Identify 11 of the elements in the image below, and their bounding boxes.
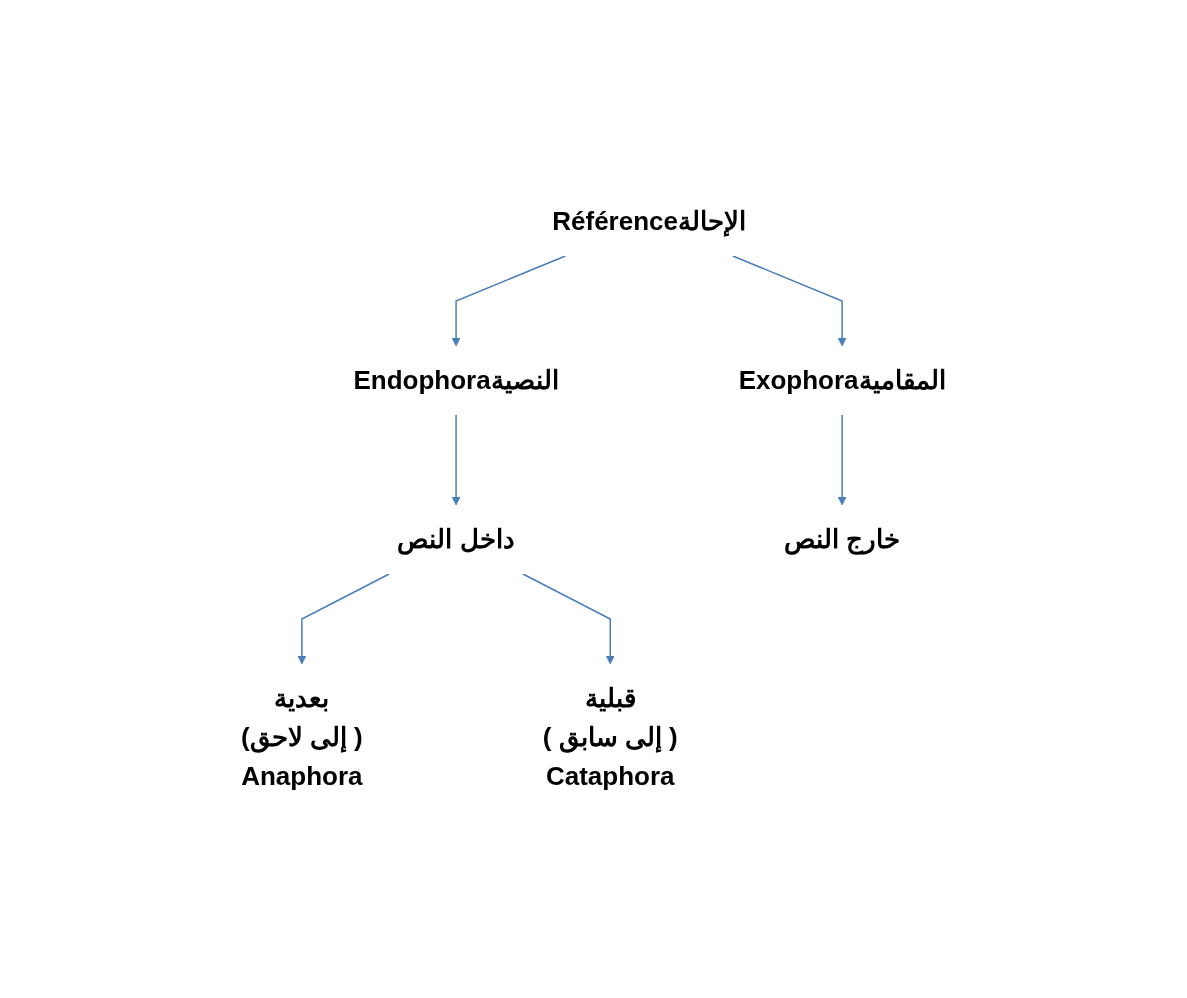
node-text: النصيةEndophora <box>353 365 559 395</box>
node-text: الإحالةRéférence <box>552 206 747 236</box>
node-text: المقاميةExophora <box>738 365 946 395</box>
arrow <box>837 414 847 506</box>
arrow <box>451 255 567 347</box>
arrow <box>297 573 391 665</box>
arrow <box>732 255 847 347</box>
node-text: داخل النص <box>397 524 515 554</box>
arrow <box>522 573 615 665</box>
arrow <box>451 414 461 506</box>
node-text: خارج النص <box>784 524 901 554</box>
